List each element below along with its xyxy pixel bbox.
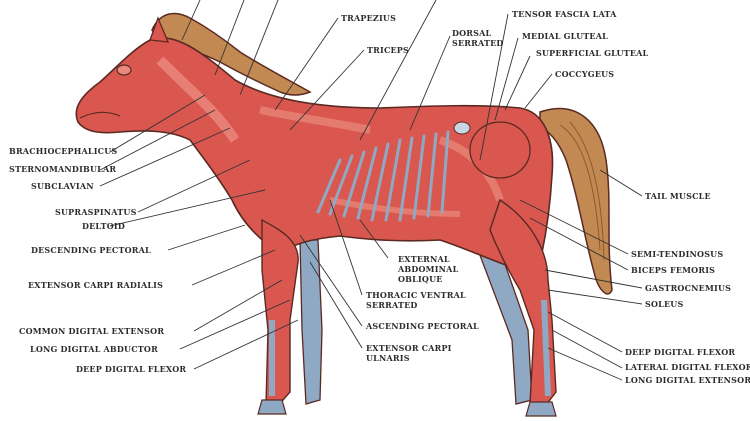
- label-tvs-line1: THORACIC VENTRAL: [366, 290, 466, 300]
- label-long-digital-abductor: LONG DIGITAL ABDUCTOR: [30, 344, 158, 354]
- label-dorsal-serrated-line2: SERRATED: [452, 38, 504, 48]
- label-deep-digital-flexor-left: DEEP DIGITAL FLEXOR: [76, 364, 187, 374]
- label-superficial-gluteal: SUPERFICIAL GLUTEAL: [536, 48, 649, 58]
- label-descending-pectoral: DESCENDING PECTORAL: [31, 245, 151, 255]
- tail: [539, 107, 613, 295]
- label-tail-muscle: TAIL MUSCLE: [645, 191, 711, 201]
- far-front-leg: [299, 239, 323, 405]
- label-dorsal-serrated-line1: DORSAL: [452, 28, 492, 38]
- label-common-digital-extensor: COMMON DIGITAL EXTENSOR: [19, 326, 165, 336]
- label-ascending-pectoral: ASCENDING PECTORAL: [366, 321, 479, 331]
- label-medial-gluteal: MEDIAL GLUTEAL: [522, 31, 608, 41]
- label-tensor-fascia-lata: TENSOR FASCIA LATA: [512, 9, 617, 19]
- label-sternomandibular: STERNOMANDIBULAR: [9, 164, 117, 174]
- eye: [116, 64, 132, 76]
- label-gastrocnemius: GASTROCNEMIUS: [645, 283, 732, 293]
- leader-lines: [99, 0, 643, 381]
- label-tvs-line2: SERRATED: [366, 300, 418, 310]
- label-external-abdominal-oblique: EXTERNAL ABDOMINAL OBLIQUE: [398, 254, 458, 284]
- near-hind-leg: [489, 198, 557, 411]
- front-hoof: [257, 399, 287, 415]
- label-ecu-line1: EXTENSOR CARPI: [366, 343, 452, 353]
- label-eao-line2: ABDOMINAL: [398, 264, 459, 274]
- near-front-leg: [261, 218, 299, 409]
- label-soleus: SOLEUS: [645, 299, 684, 309]
- label-ecu-line2: ULNARIS: [366, 353, 410, 363]
- label-supraspinatus: SUPRASPINATUS: [55, 207, 137, 217]
- label-extensor-carpi-radialis: EXTENSOR CARPI RADIALIS: [28, 280, 164, 290]
- label-deep-digital-flexor-right: DEEP DIGITAL FLEXOR: [625, 347, 736, 357]
- label-dorsal-serrated: DORSAL SERRATED: [452, 28, 504, 48]
- label-deltoid: DELTOID: [82, 221, 126, 231]
- label-triceps: TRICEPS: [367, 45, 410, 55]
- label-lateral-digital-flexor: LATERAL DIGITAL FLEXOR: [625, 362, 750, 372]
- label-semi-tendinosus: SEMI-TENDINOSUS: [631, 249, 724, 259]
- label-long-digital-extensor: LONG DIGITAL EXTENSOR: [625, 375, 750, 385]
- label-eao-line3: OBLIQUE: [398, 274, 443, 284]
- label-subclavian: SUBCLAVIAN: [31, 181, 94, 191]
- ribs: [316, 130, 450, 222]
- label-extensor-carpi-ulnaris: EXTENSOR CARPI ULNARIS: [366, 343, 452, 363]
- label-trapezius: TRAPEZIUS: [341, 13, 397, 23]
- label-coccygeus: COCCYGEUS: [555, 69, 615, 79]
- label-biceps-femoris: BICEPS FEMORIS: [631, 265, 716, 275]
- hind-hoof: [525, 401, 557, 417]
- label-brachiocephalicus: BRACHIOCEPHALICUS: [9, 146, 118, 156]
- ear: [149, 16, 170, 43]
- label-thoracic-ventral-serrated: THORACIC VENTRAL SERRATED: [366, 290, 466, 310]
- label-eao-line1: EXTERNAL: [398, 254, 450, 264]
